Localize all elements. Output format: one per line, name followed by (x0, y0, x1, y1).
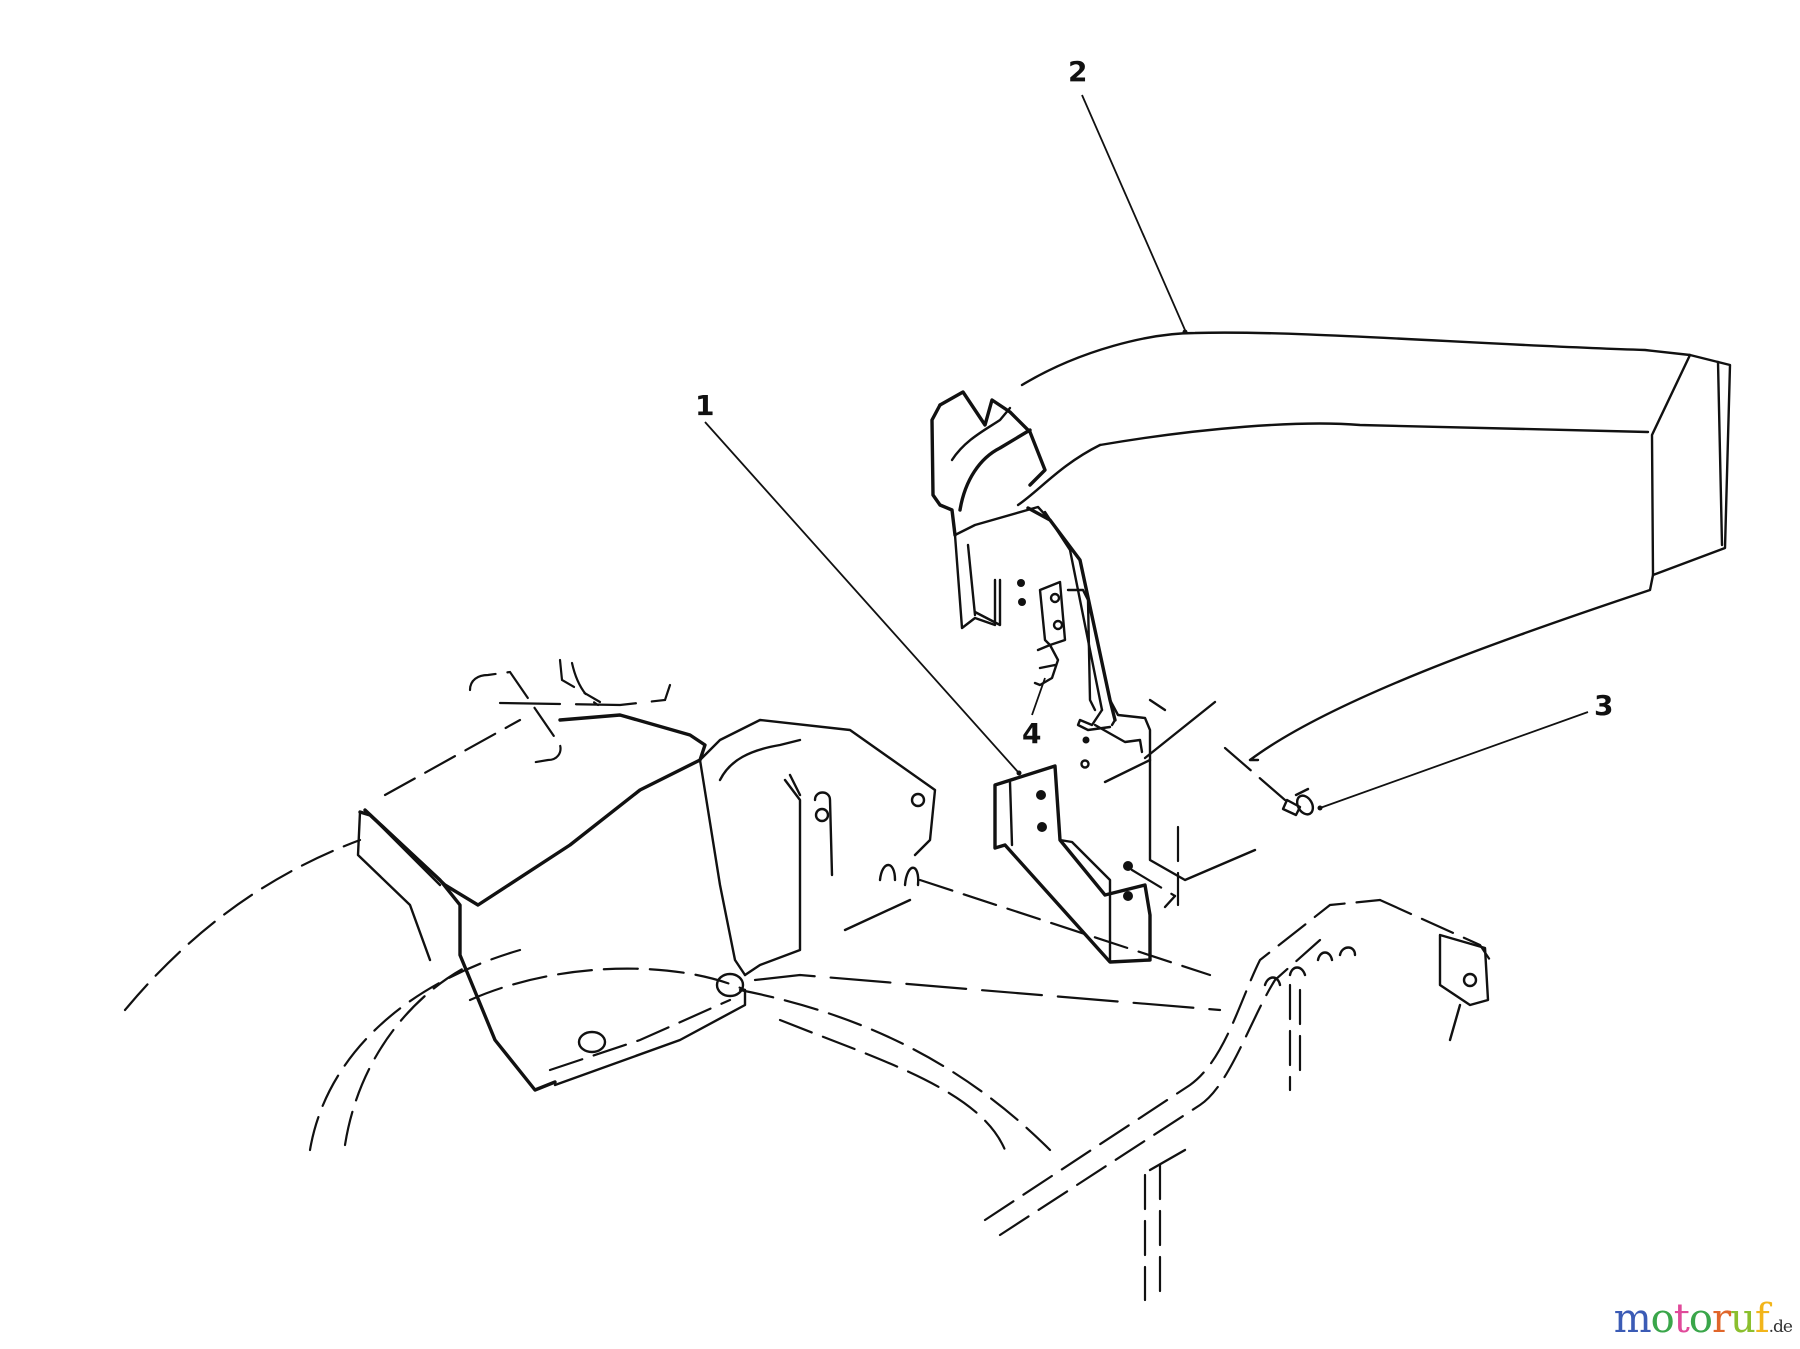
part-1-bracket (993, 764, 1180, 964)
wm-letter: f (1754, 1296, 1770, 1342)
wm-letter: m (1613, 1296, 1652, 1342)
callout-2: 2 (1068, 55, 1088, 88)
wm-letter: r (1711, 1296, 1731, 1342)
part-2-discharge-chute (930, 331, 1732, 882)
deflector-box (356, 658, 937, 1092)
wm-letter: o (1650, 1296, 1675, 1342)
callout-4: 4 (1022, 717, 1042, 750)
wm-letter: u (1730, 1296, 1756, 1342)
leader-lines (704, 94, 1589, 811)
mower-deck (123, 838, 1492, 1302)
part-3-bolt (1223, 746, 1315, 817)
watermark-logo: motoruf.de (1613, 1296, 1793, 1342)
wm-suffix: .de (1768, 1317, 1793, 1337)
callout-3: 3 (1594, 689, 1614, 722)
wm-letter: o (1688, 1296, 1713, 1342)
wm-letter: t (1673, 1296, 1690, 1342)
callout-1: 1 (695, 389, 715, 422)
